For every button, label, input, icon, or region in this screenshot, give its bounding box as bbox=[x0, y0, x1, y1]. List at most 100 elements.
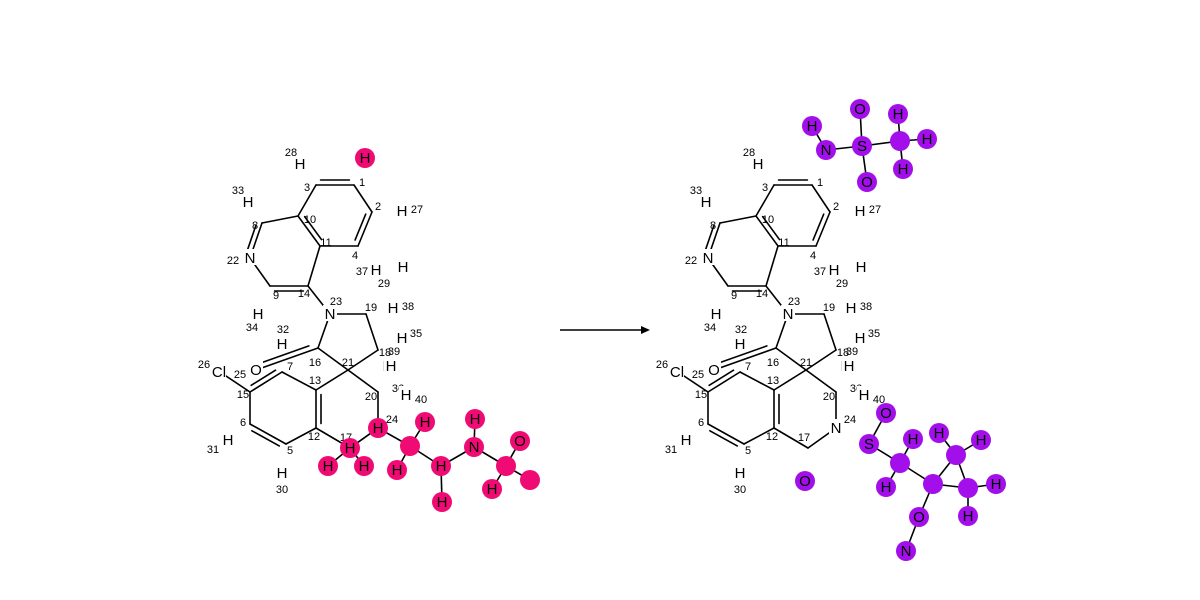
atom-label-bg bbox=[844, 299, 858, 315]
atom-index: 27 bbox=[411, 204, 423, 216]
atom-index: 32 bbox=[277, 324, 289, 336]
highlighted-atom bbox=[802, 116, 822, 136]
atom-label: H bbox=[681, 432, 692, 449]
atom-index: 28 bbox=[285, 147, 297, 159]
bond bbox=[285, 427, 317, 445]
highlighted-atom bbox=[400, 436, 420, 456]
highlighted-atom-label: H bbox=[908, 431, 919, 448]
atom-index: 9 bbox=[273, 290, 279, 302]
atom-label-bg bbox=[384, 357, 398, 373]
highlighted-atom-label: H bbox=[437, 494, 448, 511]
atom-index: 31 bbox=[665, 444, 677, 456]
highlighted-atom-label: H bbox=[345, 440, 356, 457]
bond bbox=[357, 211, 373, 247]
bond bbox=[713, 347, 777, 371]
atom-index: 14 bbox=[756, 288, 768, 300]
atom-label-bg bbox=[369, 261, 383, 277]
atom-index: 12 bbox=[308, 431, 320, 443]
double-bond bbox=[245, 224, 257, 253]
highlighted-atom-label: O bbox=[861, 174, 873, 191]
bond bbox=[755, 215, 779, 247]
highlighted-atom bbox=[876, 403, 896, 423]
highlighted-atom bbox=[896, 541, 916, 561]
atom-label: H bbox=[735, 465, 746, 482]
atom-label: H bbox=[844, 358, 855, 375]
bond bbox=[773, 369, 807, 391]
atom-index: 25 bbox=[234, 369, 246, 381]
atom-index: 30 bbox=[276, 484, 288, 496]
atom-index: 24 bbox=[844, 414, 856, 426]
atom-label-bg bbox=[709, 305, 723, 321]
atom-index: 4 bbox=[352, 250, 358, 262]
highlighted-atom-label: O bbox=[880, 405, 892, 422]
atom-index: 10 bbox=[762, 214, 774, 226]
atom-label: N bbox=[325, 306, 336, 323]
bond bbox=[281, 371, 317, 391]
atom-label: H bbox=[223, 432, 234, 449]
highlighted-atom-label: O bbox=[514, 433, 526, 450]
atom-label-bg bbox=[275, 335, 289, 351]
atom-index: 19 bbox=[365, 302, 377, 314]
double-bond bbox=[812, 213, 825, 241]
highlighted-atom bbox=[958, 506, 978, 526]
atom-index: 17 bbox=[798, 432, 810, 444]
atom-label: H bbox=[753, 156, 764, 173]
atom-label: Cl bbox=[670, 364, 684, 381]
atom-index: 21 bbox=[800, 357, 812, 369]
atom-index: 33 bbox=[690, 185, 702, 197]
atom-label-bg bbox=[670, 363, 684, 379]
atom-index: 37 bbox=[814, 266, 826, 278]
atom-label-bg bbox=[751, 155, 765, 171]
highlighted-atom bbox=[923, 474, 943, 494]
atom-label: H bbox=[243, 194, 254, 211]
highlighted-atom-label: S bbox=[857, 138, 867, 155]
atom-label-bg bbox=[243, 249, 257, 265]
highlighted-atom bbox=[986, 474, 1006, 494]
atom-label: H bbox=[846, 300, 857, 317]
atom-label-bg bbox=[241, 193, 255, 209]
atom-index: 38 bbox=[860, 301, 872, 313]
atom-label: O bbox=[250, 362, 262, 379]
atom-label: N bbox=[245, 250, 256, 267]
atom-label-bg bbox=[733, 335, 747, 351]
atom-index: 23 bbox=[330, 296, 342, 308]
atom-label: H bbox=[401, 387, 412, 404]
atom-label-bg bbox=[857, 386, 871, 402]
atom-label: H bbox=[277, 465, 288, 482]
highlighted-atom bbox=[510, 431, 530, 451]
highlighted-atom-label: H bbox=[976, 432, 987, 449]
atom-index: 39 bbox=[846, 346, 858, 358]
atom-index: 1 bbox=[817, 177, 823, 189]
atom-label: N bbox=[831, 420, 842, 437]
highlighted-atom bbox=[354, 456, 374, 476]
atom-index: 40 bbox=[873, 394, 885, 406]
highlighted-atom bbox=[465, 409, 485, 429]
highlighted-atom bbox=[432, 492, 452, 512]
highlighted-atom bbox=[859, 434, 879, 454]
highlighted-atom bbox=[857, 172, 877, 192]
double-bond bbox=[354, 213, 367, 241]
highlighted-atom bbox=[431, 456, 451, 476]
atom-index: 9 bbox=[731, 290, 737, 302]
atom-label: H bbox=[735, 336, 746, 353]
atom-index: 30 bbox=[734, 484, 746, 496]
atom-index: 6 bbox=[240, 417, 246, 429]
atom-label-bg bbox=[707, 361, 721, 377]
atom-index: 15 bbox=[237, 389, 249, 401]
highlighted-atom bbox=[387, 460, 407, 480]
highlighted-atom-label: H bbox=[392, 462, 403, 479]
reactant-molecule: H28H33N22H34N23H38H35H39H37H27H29OH32Cl2… bbox=[198, 147, 540, 512]
atom-label-bg bbox=[249, 361, 263, 377]
atom-index: 18 bbox=[837, 347, 849, 359]
highlighted-atom bbox=[876, 477, 896, 497]
atom-label: H bbox=[855, 203, 866, 220]
atom-label: H bbox=[701, 194, 712, 211]
highlighted-atom bbox=[464, 437, 484, 457]
bond bbox=[805, 369, 837, 393]
atom-index: 7 bbox=[287, 361, 293, 373]
bond bbox=[811, 184, 831, 213]
atom-index: 26 bbox=[656, 359, 668, 371]
atom-index: 22 bbox=[685, 255, 697, 267]
atom-label: H bbox=[277, 336, 288, 353]
bond bbox=[255, 347, 319, 371]
